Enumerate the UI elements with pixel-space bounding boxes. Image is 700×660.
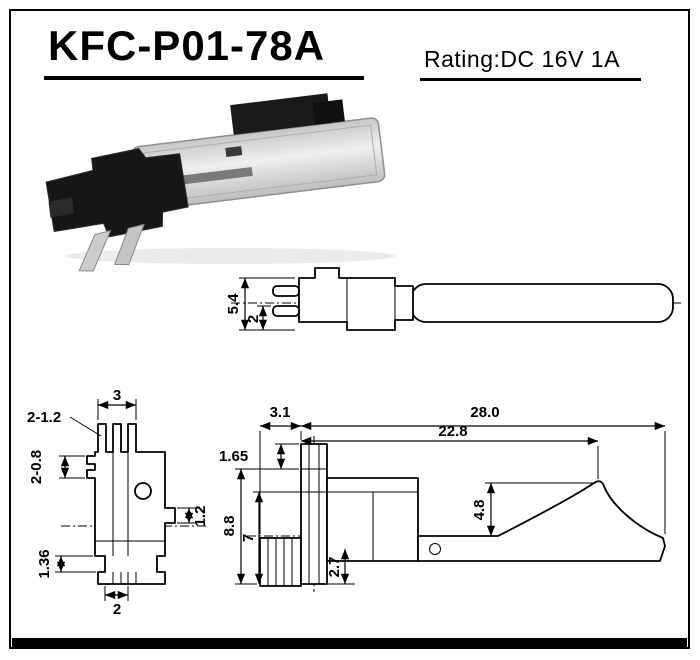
dim-label-4-8: 4.8 bbox=[471, 500, 488, 521]
photo-pin-right bbox=[113, 223, 145, 266]
tower-outline bbox=[300, 443, 328, 585]
dim-label-28-0: 28.0 bbox=[470, 404, 499, 421]
dim-foot-height-1-36: 1.36 bbox=[36, 549, 96, 579]
dim-pins-spec: 2-1.2 bbox=[27, 409, 102, 437]
dim-inner-height-7: 7 bbox=[240, 491, 327, 584]
ext-lines bbox=[104, 586, 129, 601]
photo-shadow bbox=[65, 248, 395, 264]
rating-text: Rating:DC 16V 1A bbox=[424, 46, 620, 72]
arm-and-lever-outline bbox=[417, 480, 666, 562]
dim-tab-height-1-2: 1.2 bbox=[177, 506, 209, 527]
dim-total-length-28-0: 28.0 bbox=[301, 404, 666, 534]
dim-label-22-8: 22.8 bbox=[438, 423, 467, 440]
photo-black-cap bbox=[230, 93, 332, 135]
plug-housing-outline bbox=[298, 267, 414, 331]
dim-label-2-bottom: 2 bbox=[113, 601, 121, 618]
page-title: KFC-P01-78A bbox=[48, 22, 326, 69]
tower-inner-lines bbox=[301, 444, 327, 584]
dim-label-2-7: 2.7 bbox=[326, 557, 343, 578]
front-body-outline bbox=[86, 423, 176, 585]
dim-foot-width-2: 2 bbox=[104, 586, 129, 618]
dim-label-2-1-2: 2-1.2 bbox=[27, 409, 61, 426]
arm-hole bbox=[429, 543, 441, 555]
photo-bracket-notch bbox=[48, 197, 75, 218]
dim-label-2-0-8: 2-0.8 bbox=[28, 450, 45, 484]
dim-lever-height-4-8: 4.8 bbox=[471, 482, 596, 536]
comb-bracket-outline bbox=[259, 537, 302, 587]
photo-pin-left bbox=[78, 229, 112, 272]
dim-label-8-8: 8.8 bbox=[221, 516, 238, 537]
leader-line bbox=[69, 416, 102, 437]
ext-lines bbox=[275, 443, 299, 470]
dim-label-7: 7 bbox=[240, 534, 257, 542]
bottom-rule-bar bbox=[12, 638, 687, 649]
dim-pins-width-3: 3 bbox=[97, 387, 137, 420]
drawing-main-side-view: 3.1 28.0 22.8 1.65 8.8 7 bbox=[219, 404, 666, 592]
dim-label-3: 3 bbox=[113, 387, 121, 404]
comb-teeth-lines bbox=[267, 538, 293, 586]
pin-bottom bbox=[272, 305, 300, 317]
dim-label-1-65: 1.65 bbox=[219, 448, 248, 465]
dim-label-2: 2 bbox=[245, 315, 262, 323]
cable-body-outline bbox=[410, 283, 674, 323]
dim-tail-height-2-7: 2.7 bbox=[326, 549, 355, 585]
rating-underline bbox=[420, 78, 641, 81]
photo-black-bracket bbox=[45, 148, 189, 238]
photo-cap-step bbox=[312, 99, 345, 125]
dim-height-5-4: 5.4 bbox=[225, 277, 295, 331]
front-inner-lines bbox=[95, 452, 165, 584]
dim-label-5-4: 5.4 bbox=[225, 293, 242, 315]
photo-assembly bbox=[45, 93, 386, 272]
ext-lines bbox=[59, 455, 85, 479]
dim-label-1-36: 1.36 bbox=[36, 549, 53, 578]
front-hole bbox=[134, 482, 152, 500]
dim-pin-offset-2: 2 bbox=[245, 305, 271, 330]
product-photo bbox=[45, 93, 395, 272]
photo-contact bbox=[225, 146, 243, 157]
photo-contact-slot bbox=[182, 166, 253, 185]
body-inner-lines bbox=[327, 491, 418, 561]
dim-label-3-1: 3.1 bbox=[270, 404, 291, 421]
title-underline bbox=[44, 76, 364, 80]
dim-body-length-22-8: 22.8 bbox=[301, 423, 599, 479]
dim-label-1-2: 1.2 bbox=[192, 506, 209, 527]
drawing-front-view: 3 2-1.2 2-0.8 1.2 1.36 2 bbox=[27, 387, 209, 618]
dim-total-height-8-8: 8.8 bbox=[221, 468, 275, 585]
pin-top bbox=[272, 285, 300, 297]
drawing-side-profile: 5.4 2 bbox=[225, 267, 681, 331]
housing-inner-lines bbox=[346, 278, 396, 322]
dim-tab-height-1-65: 1.65 bbox=[219, 443, 299, 470]
dim-slots-spec: 2-0.8 bbox=[28, 450, 85, 484]
